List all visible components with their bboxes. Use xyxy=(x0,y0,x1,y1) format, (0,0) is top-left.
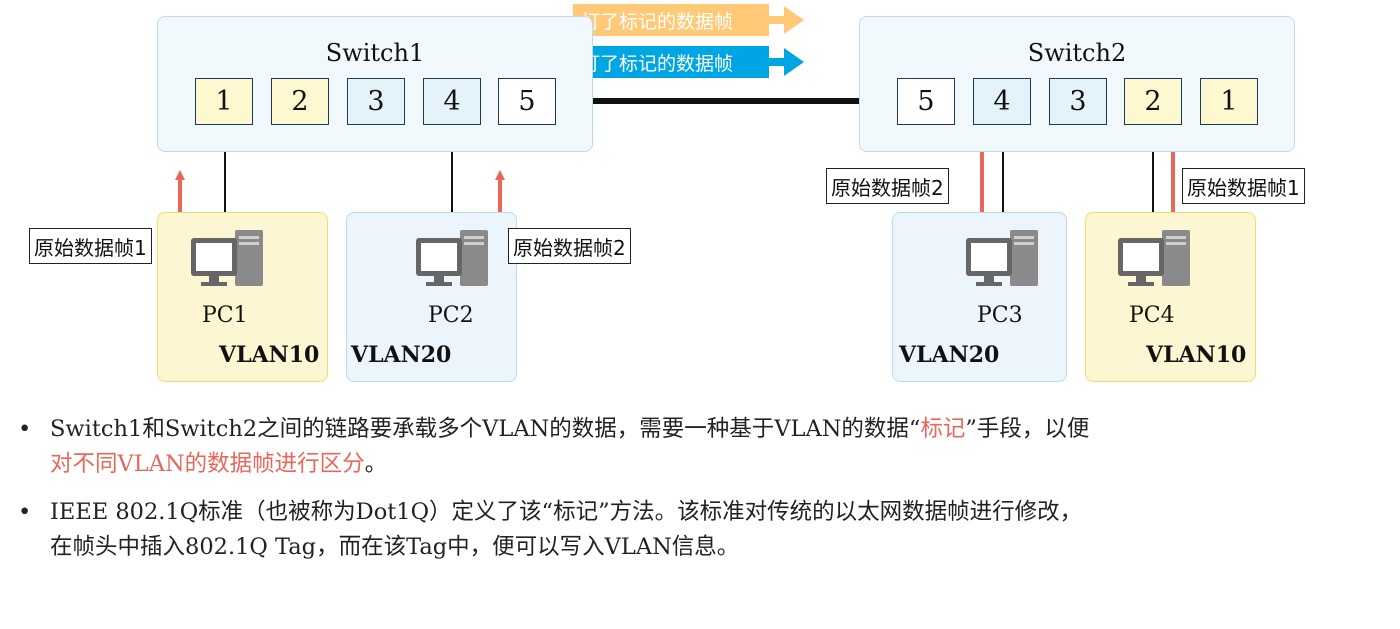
frame-label-pc1: 原始数据帧1 xyxy=(29,228,152,264)
legend-arrow-orange-icon xyxy=(760,6,804,34)
frame-label-pc3: 原始数据帧2 xyxy=(826,168,949,204)
pc2-label: PC2 xyxy=(428,303,474,328)
computer-icon xyxy=(966,230,1038,286)
frame-label-pc4: 原始数据帧1 xyxy=(1182,168,1305,204)
legend-arrow-blue-icon xyxy=(760,48,804,76)
bullet-text: Switch1和Switch2之间的链路要承载多个VLAN的数据，需要一种基于V… xyxy=(50,416,1090,477)
switch2-port-1: 1 xyxy=(1200,78,1258,125)
switch2-port-2: 2 xyxy=(1124,78,1182,125)
frame-label-pc2: 原始数据帧2 xyxy=(508,228,631,264)
legend-tagged-orange: 打了标记的数据帧 xyxy=(573,4,769,36)
vlan-label-pc2: VLAN20 xyxy=(351,342,452,368)
legend-tagged-blue: 打了标记的数据帧 xyxy=(573,46,769,78)
highlight-text: 标记 xyxy=(920,416,966,442)
computer-icon xyxy=(416,230,488,286)
switch1-port-4: 4 xyxy=(423,78,481,125)
computer-icon xyxy=(191,230,263,286)
bullet-list: • Switch1和Switch2之间的链路要承载多个VLAN的数据，需要一种基… xyxy=(18,412,1388,578)
pc1-label: PC1 xyxy=(202,303,248,328)
vlan-label-pc1: VLAN10 xyxy=(219,342,320,368)
switch1-port-5: 5 xyxy=(498,78,556,125)
switch1-title: Switch1 xyxy=(325,39,425,67)
bullet-text: IEEE 802.1Q标准（也被称为Dot1Q）定义了该“标记”方法。该标准对传… xyxy=(50,499,1083,560)
switch1-port-1: 1 xyxy=(195,78,253,125)
legend-label: 打了标记的数据帧 xyxy=(581,52,734,75)
legend-label: 打了标记的数据帧 xyxy=(581,10,734,33)
vlan-label-pc3: VLAN20 xyxy=(899,342,1000,368)
highlight-text: 对不同VLAN的数据帧进行区分 xyxy=(50,451,365,477)
pc4-label: PC4 xyxy=(1129,303,1175,328)
bullet-dot-icon: • xyxy=(18,416,32,442)
switch2-title: Switch2 xyxy=(1027,39,1127,67)
switch1-port-3: 3 xyxy=(347,78,405,125)
bullet-dot-icon: • xyxy=(18,499,32,525)
switch2-port-4: 4 xyxy=(973,78,1031,125)
pc3-label: PC3 xyxy=(977,303,1023,328)
vlan-label-pc4: VLAN10 xyxy=(1146,342,1247,368)
switch2-port-3: 3 xyxy=(1049,78,1107,125)
bullet-item-2: • IEEE 802.1Q标准（也被称为Dot1Q）定义了该“标记”方法。该标准… xyxy=(18,495,1388,565)
computer-icon xyxy=(1118,230,1190,286)
switch1-port-2: 2 xyxy=(271,78,329,125)
bullet-item-1: • Switch1和Switch2之间的链路要承载多个VLAN的数据，需要一种基… xyxy=(18,412,1388,482)
switch2-port-5: 5 xyxy=(897,78,955,125)
